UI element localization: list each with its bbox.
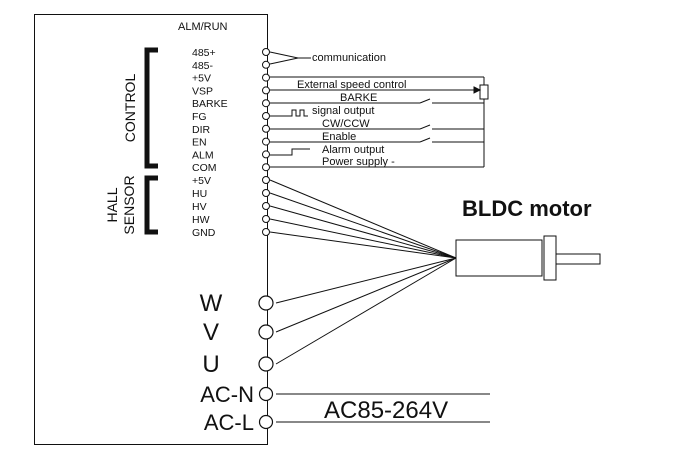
phase-terminal-v (258, 324, 274, 340)
power-terminal-acminusl (258, 414, 274, 430)
hall-pin-label-hu-1: HU (192, 188, 207, 200)
bldc-motor (455, 235, 601, 281)
hall-pin-label-plus5v-0: +5V (192, 175, 211, 187)
power-terminal-acminusn (258, 386, 274, 402)
power-pin-labels: AC-N AC-L (200, 382, 254, 435)
en-wiring (270, 137, 484, 143)
control-pin-label-dir-6: DIR (192, 124, 211, 136)
control-pin-label-485minus-1: 485- (192, 60, 214, 72)
hall-group-label-line2: SENSOR (121, 175, 137, 234)
barke-wiring (270, 98, 484, 104)
control-pin-label-barke-4: BARKE (192, 98, 228, 110)
hall-terminal-hu-1 (262, 189, 270, 197)
enable-label: Enable (322, 131, 356, 143)
hall-bracket (144, 175, 158, 235)
com-wiring (270, 104, 485, 168)
hall-pin-label-hv-2: HV (192, 201, 207, 213)
hall-terminal-gnd-4 (262, 228, 270, 236)
dir-wiring (270, 124, 484, 130)
control-pin-label-fg-5: FG (192, 111, 207, 123)
phase-pin-labels: WVU (200, 290, 223, 378)
control-terminal-vsp-3 (262, 86, 270, 95)
control-pin-label-alm-8: ALM (192, 149, 214, 161)
supply-voltage-label: AC85-264V (324, 397, 448, 424)
phase-pin-label-v: V (203, 319, 219, 346)
phase-wires (275, 257, 457, 365)
control-bracket (144, 47, 158, 169)
power-pin-terminals (258, 386, 274, 430)
control-terminal-com-9 (262, 163, 270, 172)
hall-terminal-plus5v-0 (262, 176, 270, 184)
phase-pin-label-w: W (200, 290, 223, 317)
power-pin-label-acminusl: AC-L (204, 410, 254, 435)
hall-group-label-line1: HALL (104, 187, 120, 222)
communication-wires (269, 51, 311, 65)
phase-pin-terminals (258, 295, 274, 372)
bldc-motor-label: BLDC motor (462, 196, 592, 221)
control-terminal-dir-6 (262, 124, 270, 133)
control-pin-terminals (262, 48, 270, 172)
control-terminal-fg-5 (262, 112, 270, 120)
communication-label: communication (312, 52, 386, 64)
hall-terminal-hv-2 (262, 202, 270, 210)
control-pin-label-vsp-3: VSP (192, 85, 213, 97)
hall-pin-label-gnd-4: GND (192, 227, 216, 239)
control-terminal-alm-8 (262, 150, 270, 159)
external-speed-control-label: External speed control (297, 79, 406, 91)
control-pin-label-com-9: COM (192, 162, 217, 174)
control-terminal-barke-4 (262, 99, 270, 108)
power-pin-label-acminusn: AC-N (200, 382, 254, 407)
power-supply-label: Power supply - (322, 156, 395, 168)
control-pin-label-plus5v-2: +5V (192, 73, 211, 85)
signal-output-label: signal output (312, 105, 374, 117)
hall-sensor-wires (269, 179, 457, 259)
control-pin-label-en-7: EN (192, 137, 207, 149)
cw-ccw-label: CW/CCW (322, 118, 370, 130)
control-terminal-485minus-1 (262, 60, 270, 69)
control-pin-label-485plus-0: 485+ (192, 47, 216, 59)
potentiometer (479, 84, 489, 100)
barke-wiring-label: BARKE (340, 92, 377, 104)
control-terminal-485plus-0 (262, 48, 270, 56)
ac-supply-lines (276, 393, 490, 423)
hall-terminal-hw-3 (262, 215, 270, 223)
phase-terminal-u (258, 356, 274, 372)
control-group-label: CONTROL (122, 74, 138, 143)
speed-control-wiring (270, 76, 489, 104)
hall-pin-terminals (262, 176, 270, 236)
control-terminal-en-7 (262, 137, 270, 146)
alarm-output-label: Alarm output (322, 144, 384, 156)
phase-terminal-w (258, 295, 274, 311)
alm-run-label: ALM/RUN (178, 21, 228, 33)
control-terminal-plus5v-2 (262, 73, 270, 82)
alm-wiring (270, 148, 310, 156)
phase-pin-label-u: U (202, 351, 219, 378)
fg-signal-wiring (270, 109, 308, 117)
hall-pin-label-hw-3: HW (192, 214, 210, 226)
